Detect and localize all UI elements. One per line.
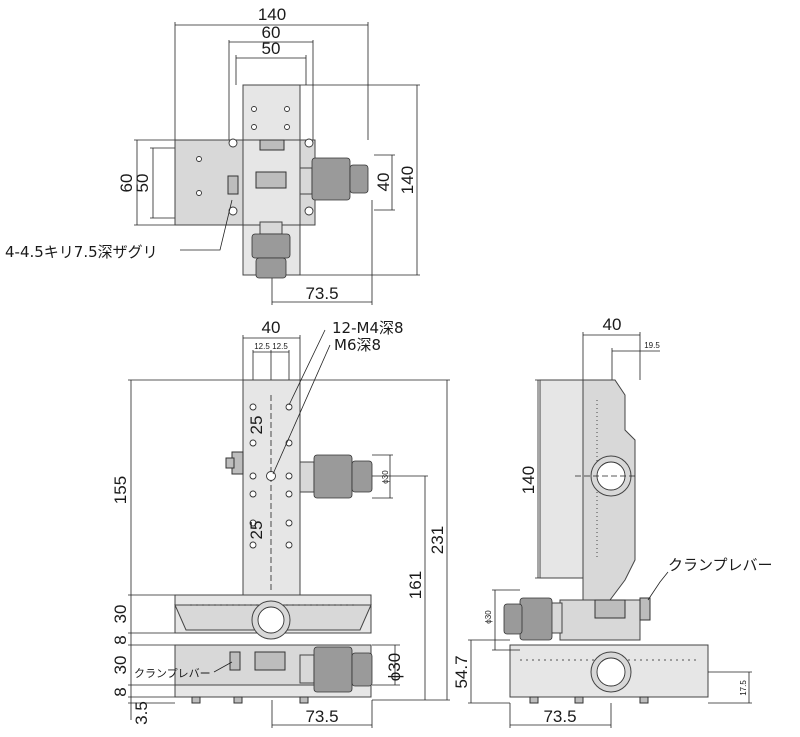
dim-side-19-5: 19.5 — [644, 341, 660, 350]
dim-front-73-5: 73.5 — [305, 707, 338, 726]
note-clamp-lever-front: クランプレバー — [134, 667, 211, 680]
dim-front-8a: 8 — [111, 635, 130, 644]
dim-front-155: 155 — [111, 476, 130, 504]
dim-front-25b: 25 — [247, 521, 266, 540]
dim-front-3-5: 3.5 — [132, 701, 151, 725]
dim-front-8b: 8 — [111, 687, 130, 696]
note-counterbore: 4-4.5キリ7.5深ザグリ — [5, 243, 158, 261]
dim-front-12-5a: 12.5 — [254, 342, 270, 351]
dim-top-140: 140 — [258, 5, 286, 24]
dim-front-161: 161 — [406, 571, 425, 599]
dim-front-30a: 30 — [111, 605, 130, 624]
dim-top-h60: 60 — [117, 174, 136, 193]
dim-top-h40: 40 — [374, 173, 393, 192]
dim-top-60: 60 — [262, 23, 281, 42]
note-m6-hole: M6深8 — [334, 336, 381, 354]
dim-side-73-5: 73.5 — [543, 707, 576, 726]
dim-front-30b: 30 — [111, 656, 130, 675]
top-view: 140 60 50 60 50 40 140 73.5 4-4.5キリ7.5深ザ… — [5, 5, 420, 305]
dim-front-40: 40 — [262, 318, 281, 337]
side-view: 40 19.5 140 ϕ30 54.7 73.5 17.5 クランプレバー — [452, 315, 773, 728]
dim-side-40: 40 — [603, 315, 622, 334]
dim-side-phi30: ϕ30 — [484, 610, 493, 624]
dim-side-140: 140 — [519, 466, 538, 494]
dim-front-phi30-small: ϕ30 — [381, 470, 390, 484]
note-tap-holes: 12-M4深8 — [332, 319, 404, 337]
dim-side-54-7: 54.7 — [452, 655, 471, 688]
dim-front-231: 231 — [428, 526, 447, 554]
dim-top-h140: 140 — [398, 166, 417, 194]
dim-front-phi30: ϕ30 — [385, 653, 404, 681]
dim-front-25a: 25 — [247, 416, 266, 435]
dim-front-12-5b: 12.5 — [272, 342, 288, 351]
front-view: 40 12.5 12.5 12-M4深8 M6深8 25 25 155 231 … — [111, 318, 450, 728]
note-clamp-lever-side: クランプレバー — [668, 556, 773, 574]
dim-side-17-5: 17.5 — [739, 680, 748, 696]
dim-top-73-5: 73.5 — [305, 284, 338, 303]
dim-top-h50: 50 — [133, 174, 152, 193]
dim-top-50: 50 — [262, 39, 281, 58]
